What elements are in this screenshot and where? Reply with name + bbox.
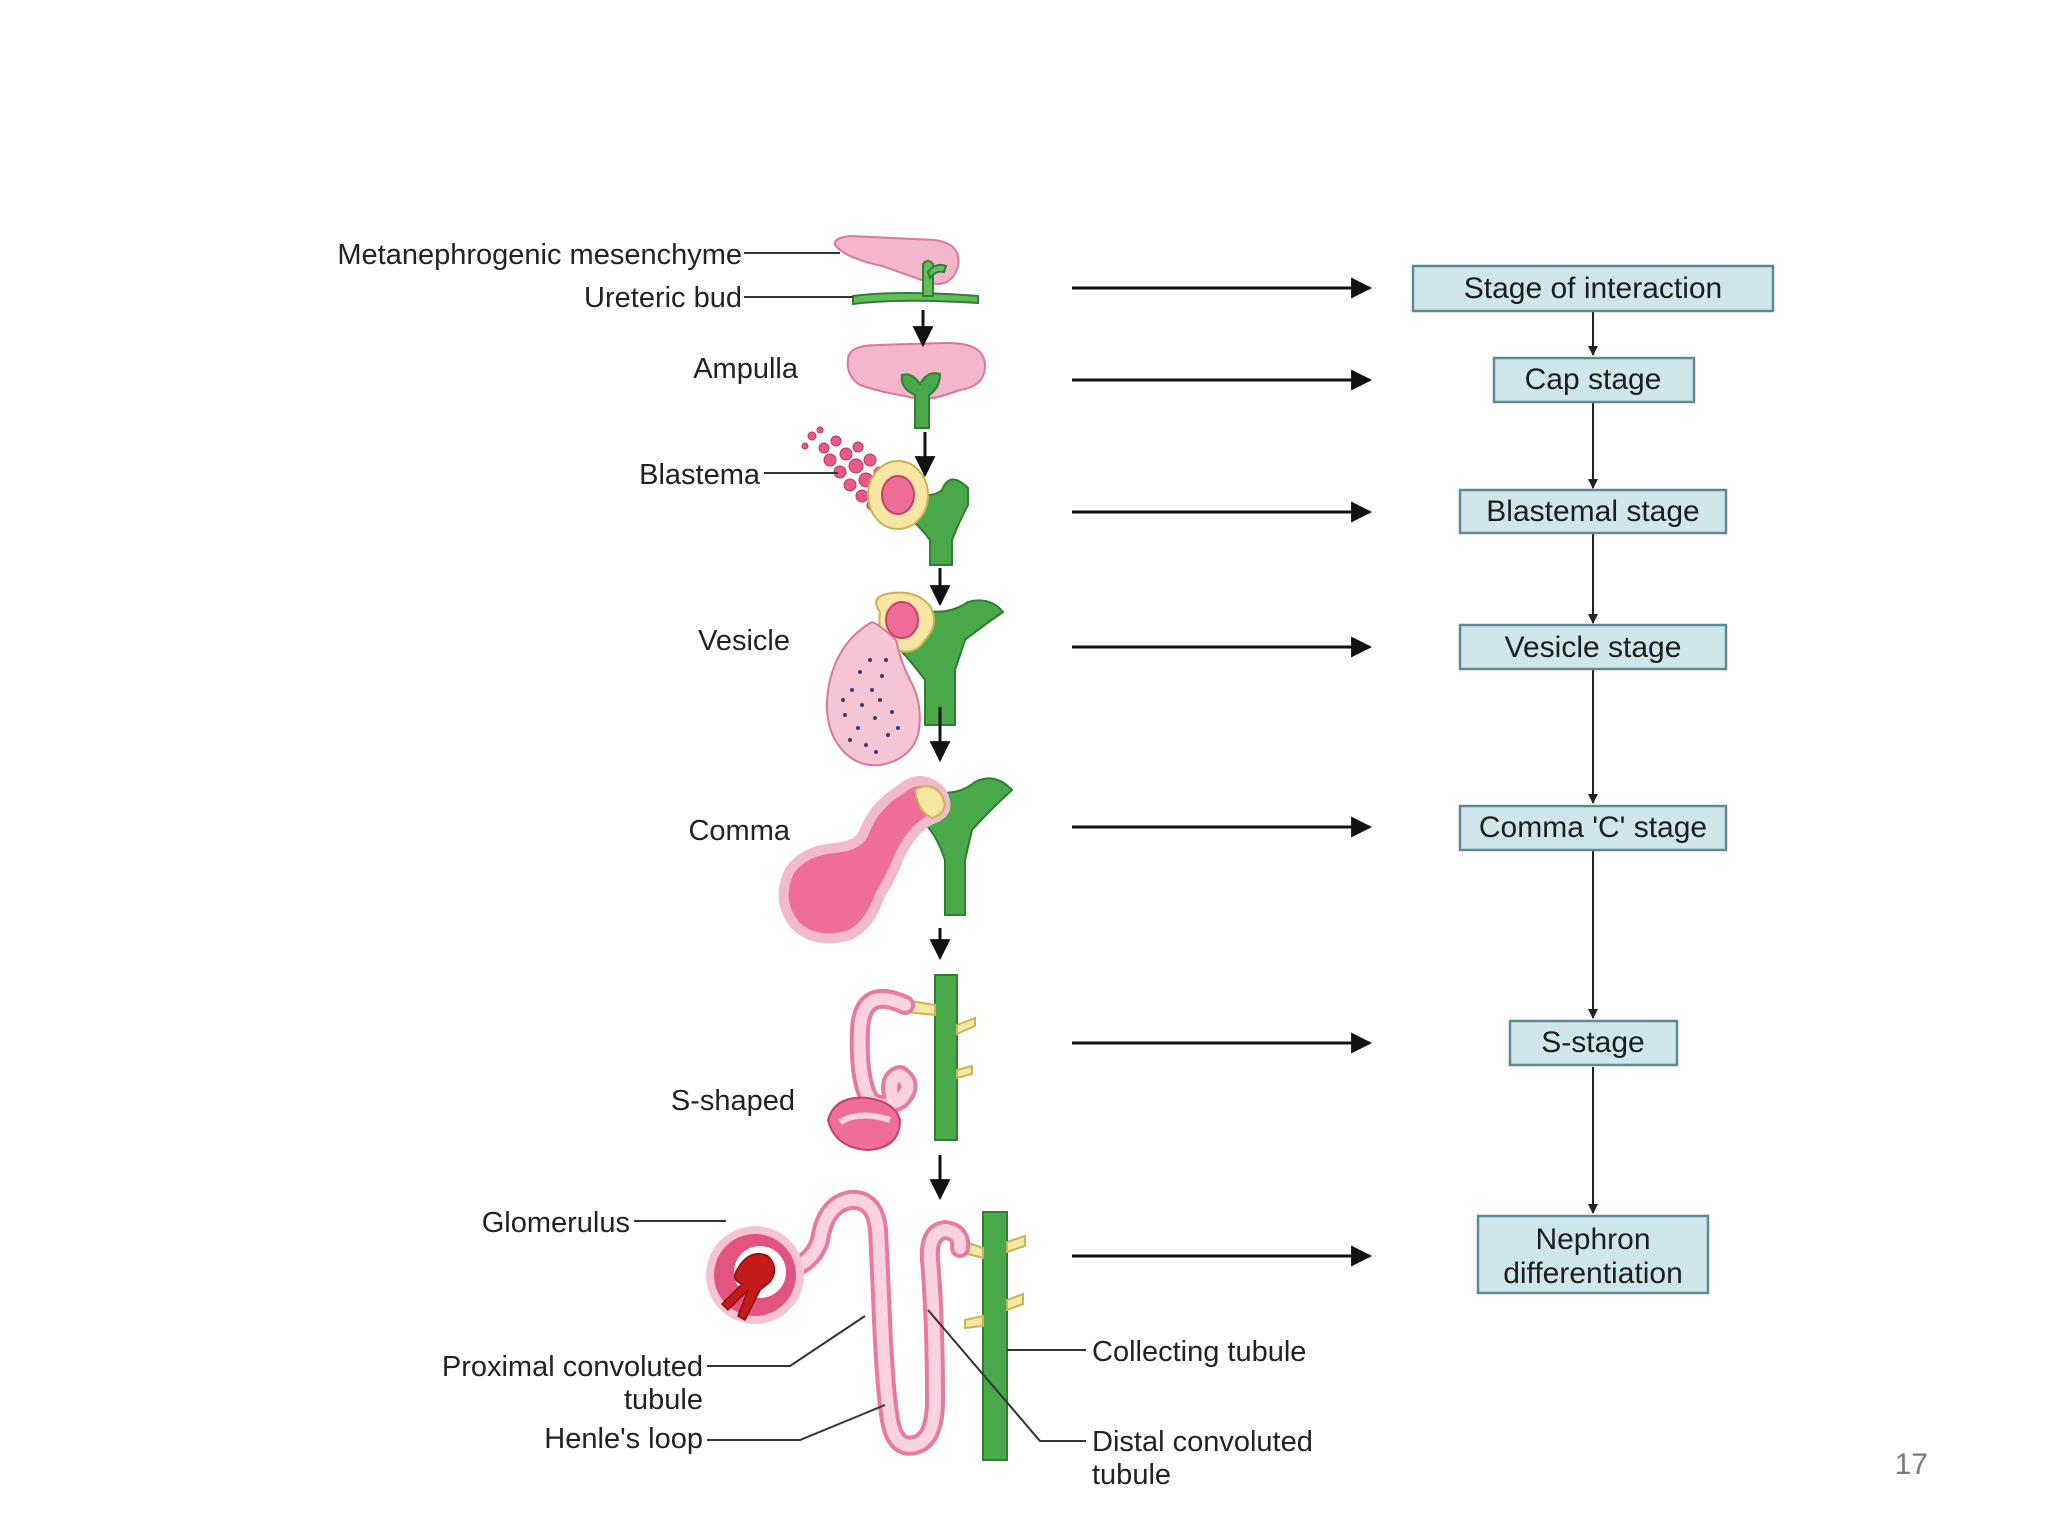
stage-label-nephron-1: Nephron [1535, 1223, 1650, 1256]
label-proximal-convoluted-1: Proximal convoluted [442, 1351, 703, 1383]
blastema-illustration [801, 426, 969, 566]
label-distal-convoluted-2: tubule [1092, 1459, 1171, 1491]
left-labels: Metanephrogenic mesenchyme Ureteric bud … [337, 239, 1312, 1491]
stage-box-s: S-stage [1508, 1019, 1679, 1067]
stage-box-vesicle: Vesicle stage [1458, 623, 1728, 671]
stage-link-arrows [1072, 277, 1373, 1267]
label-collecting-tubule: Collecting tubule [1092, 1336, 1306, 1368]
stage-box-comma: Comma 'C' stage [1458, 804, 1728, 852]
stage-label-vesicle: Vesicle stage [1505, 631, 1682, 664]
page-number: 17 [1895, 1448, 1928, 1481]
glomerulus-capillaries [720, 1253, 776, 1322]
vesicle-illustration [825, 591, 1005, 767]
development-sequence-arrows [912, 310, 951, 1201]
nephron-illustration [706, 1189, 1026, 1461]
ampulla-illustration [846, 341, 987, 429]
label-blastema: Blastema [639, 459, 761, 491]
label-comma: Comma [688, 815, 790, 847]
stage-interaction-illustration [833, 234, 979, 306]
vesicle-body [825, 620, 921, 767]
label-proximal-convoluted-2: tubule [624, 1384, 703, 1416]
label-ampulla: Ampulla [693, 353, 799, 385]
stage-label-nephron-2: differentiation [1503, 1257, 1683, 1290]
label-glomerulus: Glomerulus [482, 1207, 630, 1239]
comma-illustration [778, 776, 1014, 944]
blastema-cells [801, 426, 894, 511]
stage-box-blastemal: Blastemal stage [1458, 488, 1728, 535]
label-henles-loop: Henle's loop [544, 1423, 703, 1455]
stage-label-cap: Cap stage [1525, 363, 1662, 396]
stage-label-comma: Comma 'C' stage [1479, 811, 1707, 844]
stage-label-s: S-stage [1541, 1026, 1644, 1059]
label-s-shaped: S-shaped [671, 1085, 795, 1117]
stage-box-nephron: Nephron differentiation [1476, 1214, 1710, 1295]
label-vesicle: Vesicle [698, 625, 790, 657]
label-distal-convoluted-1: Distal convoluted [1092, 1426, 1313, 1458]
stage-box-cap: Cap stage [1492, 356, 1696, 404]
stage-box-interaction: Stage of interaction [1411, 264, 1775, 313]
label-metanephrogenic-mesenchyme: Metanephrogenic mesenchyme [337, 239, 742, 271]
stage-label-blastemal: Blastemal stage [1486, 495, 1699, 528]
label-ureteric-bud: Ureteric bud [584, 282, 742, 314]
stage-flowchart: Stage of interaction Cap stage Blastemal… [1411, 264, 1775, 1295]
stage-label-interaction: Stage of interaction [1464, 272, 1723, 305]
s-shaped-illustration [826, 974, 976, 1152]
